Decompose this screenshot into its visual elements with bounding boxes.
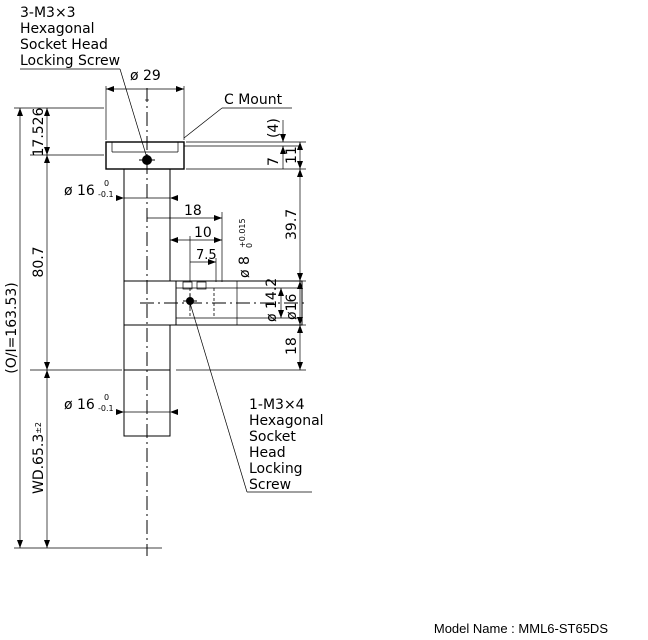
port-horizontal-dims: 18 10 7.5 ø 8 +0.015 0 <box>147 203 254 325</box>
dim-overall-length: (O/I=163.53) <box>4 282 20 374</box>
top-screw-line-3: Socket Head <box>20 37 108 53</box>
side-screw-callout: 1-M3×4 Hexagonal Socket Head Locking Scr… <box>249 397 324 493</box>
tol-lower-a: -0.1 <box>98 190 114 199</box>
bore-tol-lower: 0 <box>245 243 254 248</box>
side-screw-line-1: 1-M3×4 <box>249 397 305 413</box>
dim-39-7: 39.7 <box>284 209 300 240</box>
tol-lower-b: -0.1 <box>98 404 114 413</box>
side-screw-line-3: Socket <box>249 429 296 445</box>
side-screw-line-5: Locking <box>249 461 303 477</box>
tol-upper-a: 0 <box>104 179 109 188</box>
top-screw-line-2: Hexagonal <box>20 21 95 37</box>
dim-7-5: 7.5 <box>196 248 217 263</box>
dim-port-dia-14-2: ø 14.2 <box>264 278 280 322</box>
dim-10: 10 <box>194 225 212 241</box>
dim-paren-4: (4) <box>266 118 282 138</box>
dim-bore-dia: ø 8 <box>237 256 253 278</box>
side-screw-line-2: Hexagonal <box>249 413 324 429</box>
leaders <box>20 68 312 493</box>
dim-7: 7 <box>266 157 282 166</box>
model-name-label: Model Name : MML6-ST65DS <box>433 621 608 636</box>
tol-upper-b: 0 <box>104 393 109 402</box>
dim-80-7: 80.7 <box>31 246 47 277</box>
tube-diameter-dims: ø 16 0 -0.1 ø 16 0 -0.1 <box>64 179 178 415</box>
flange-diameter-dim: ø 29 <box>105 68 185 140</box>
dim-18-v: 18 <box>284 337 300 355</box>
top-screw-line-1: 3-M3×3 <box>20 5 76 21</box>
dim-tube-dia-lower: ø 16 <box>64 397 95 413</box>
bore-tol-upper: +0.015 <box>238 218 247 248</box>
dim-18-h: 18 <box>184 203 202 219</box>
top-screw-callout: 3-M3×3 Hexagonal Socket Head Locking Scr… <box>20 5 120 69</box>
left-dimension-chain: 17.526 80.7 WD.65.3±2 (O/I=163.53) <box>4 107 162 549</box>
dim-flange-dia: ø 29 <box>130 68 161 84</box>
c-mount-callout: C Mount <box>224 92 283 108</box>
dim-11: 11 <box>284 146 300 164</box>
side-screw-line-4: Head <box>249 445 286 461</box>
dim-working-distance: WD.65.3±2 <box>31 422 47 494</box>
top-screw-line-4: Locking Screw <box>20 53 120 69</box>
side-screw-line-6: Screw <box>249 477 291 493</box>
dim-17-526: 17.526 <box>31 107 47 156</box>
right-dimension-chain: (4) 7 11 39.7 ø 14.2 ø16 18 <box>176 118 306 371</box>
dim-tube-dia-upper: ø 16 <box>64 183 95 199</box>
dim-port-dia-16: ø16 <box>284 294 300 320</box>
